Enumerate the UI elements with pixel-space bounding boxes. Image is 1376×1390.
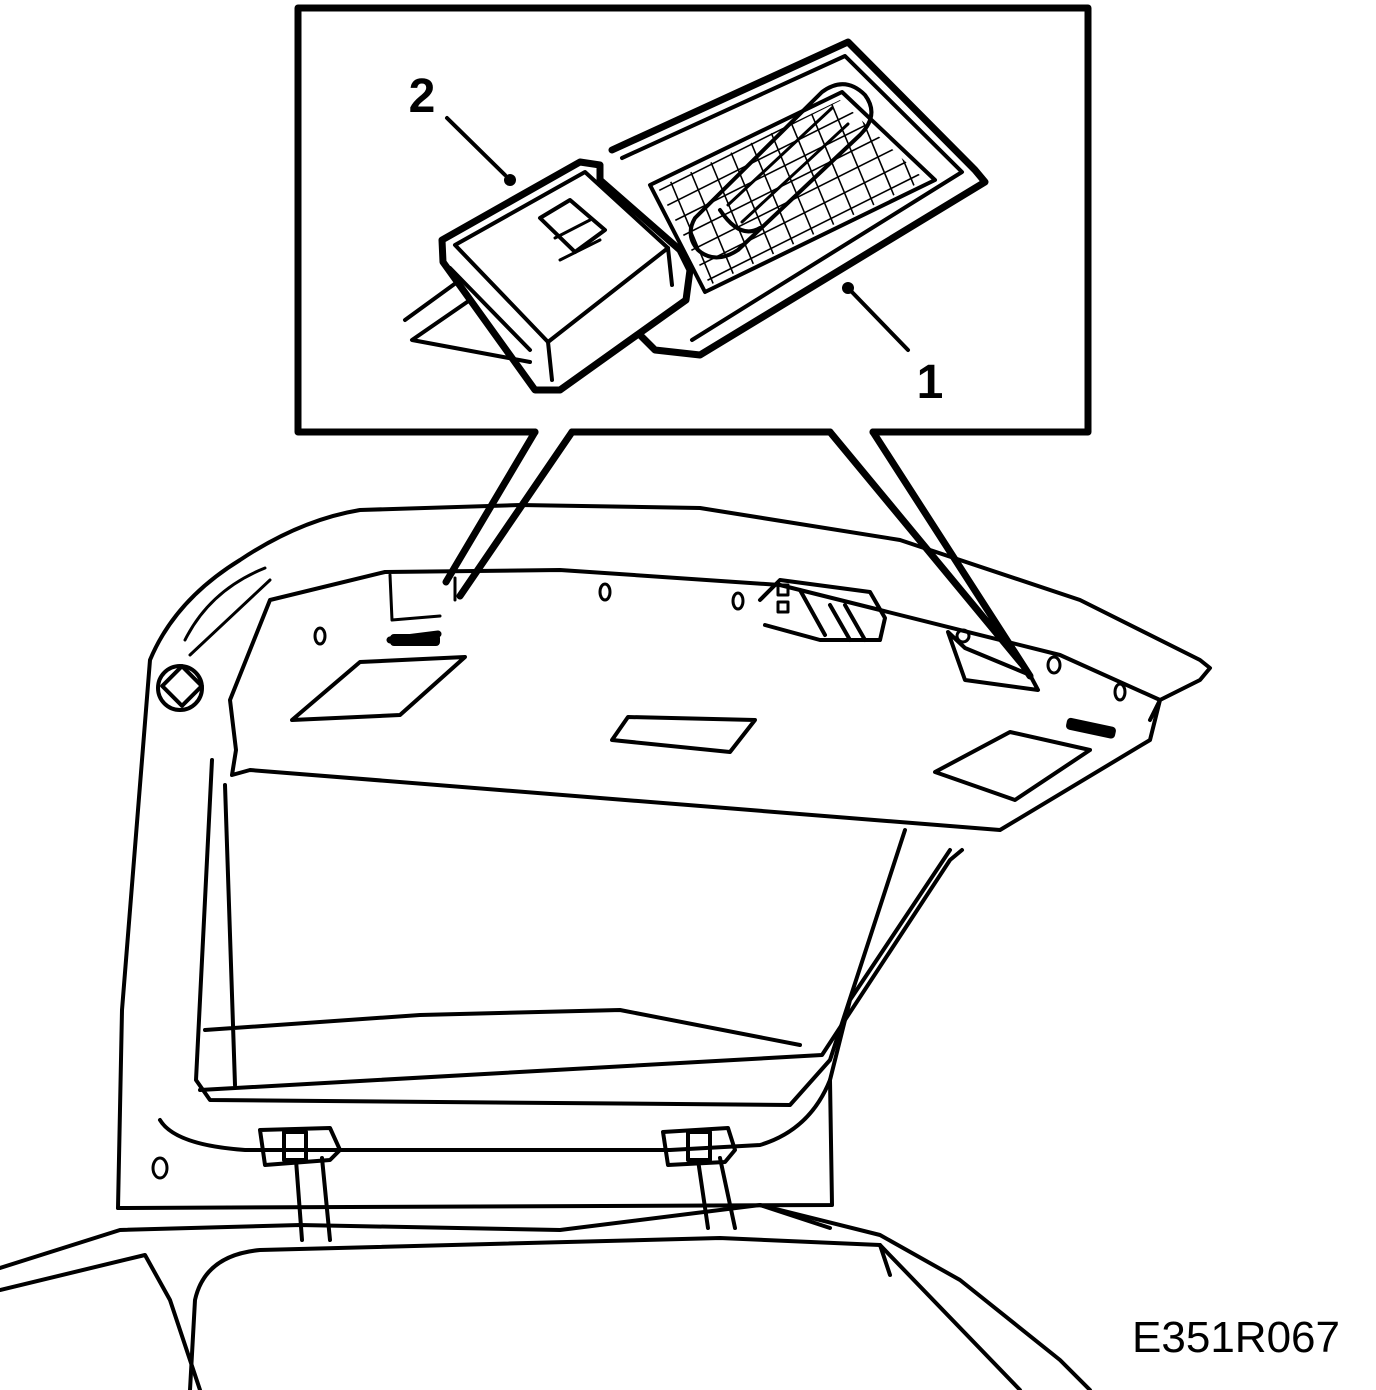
leader-dot-1 bbox=[842, 282, 854, 294]
hinge-left-icon bbox=[160, 664, 204, 708]
lamp-aperture-right bbox=[1066, 717, 1116, 739]
rear-window-aperture bbox=[194, 758, 907, 1107]
callout-1-label: 1 bbox=[917, 356, 944, 409]
leader-dot-2 bbox=[504, 174, 516, 186]
gas-strut-right bbox=[661, 1126, 737, 1230]
recess-left bbox=[290, 655, 467, 722]
latch-mechanism-icon bbox=[758, 578, 887, 642]
lamp-connector bbox=[403, 158, 694, 394]
recess-center bbox=[610, 715, 757, 754]
detail-inset: 1 2 bbox=[294, 4, 1092, 680]
lens-grid bbox=[658, 100, 925, 285]
leader-line-1 bbox=[848, 288, 910, 352]
tailgate-assembly bbox=[0, 503, 1212, 1390]
vehicle-body bbox=[0, 1203, 1092, 1390]
festoon-bulb-icon bbox=[688, 82, 874, 260]
leader-line-2 bbox=[445, 116, 507, 177]
inset-frame bbox=[294, 4, 1092, 436]
figure-id: E351R067 bbox=[1132, 1313, 1340, 1362]
lamp-housing bbox=[608, 38, 989, 359]
callout-2-label: 2 bbox=[409, 70, 436, 123]
inner-trim-panel bbox=[228, 568, 1162, 832]
tailgate-outer-shell bbox=[116, 503, 1212, 1210]
recess-right bbox=[933, 730, 1092, 802]
